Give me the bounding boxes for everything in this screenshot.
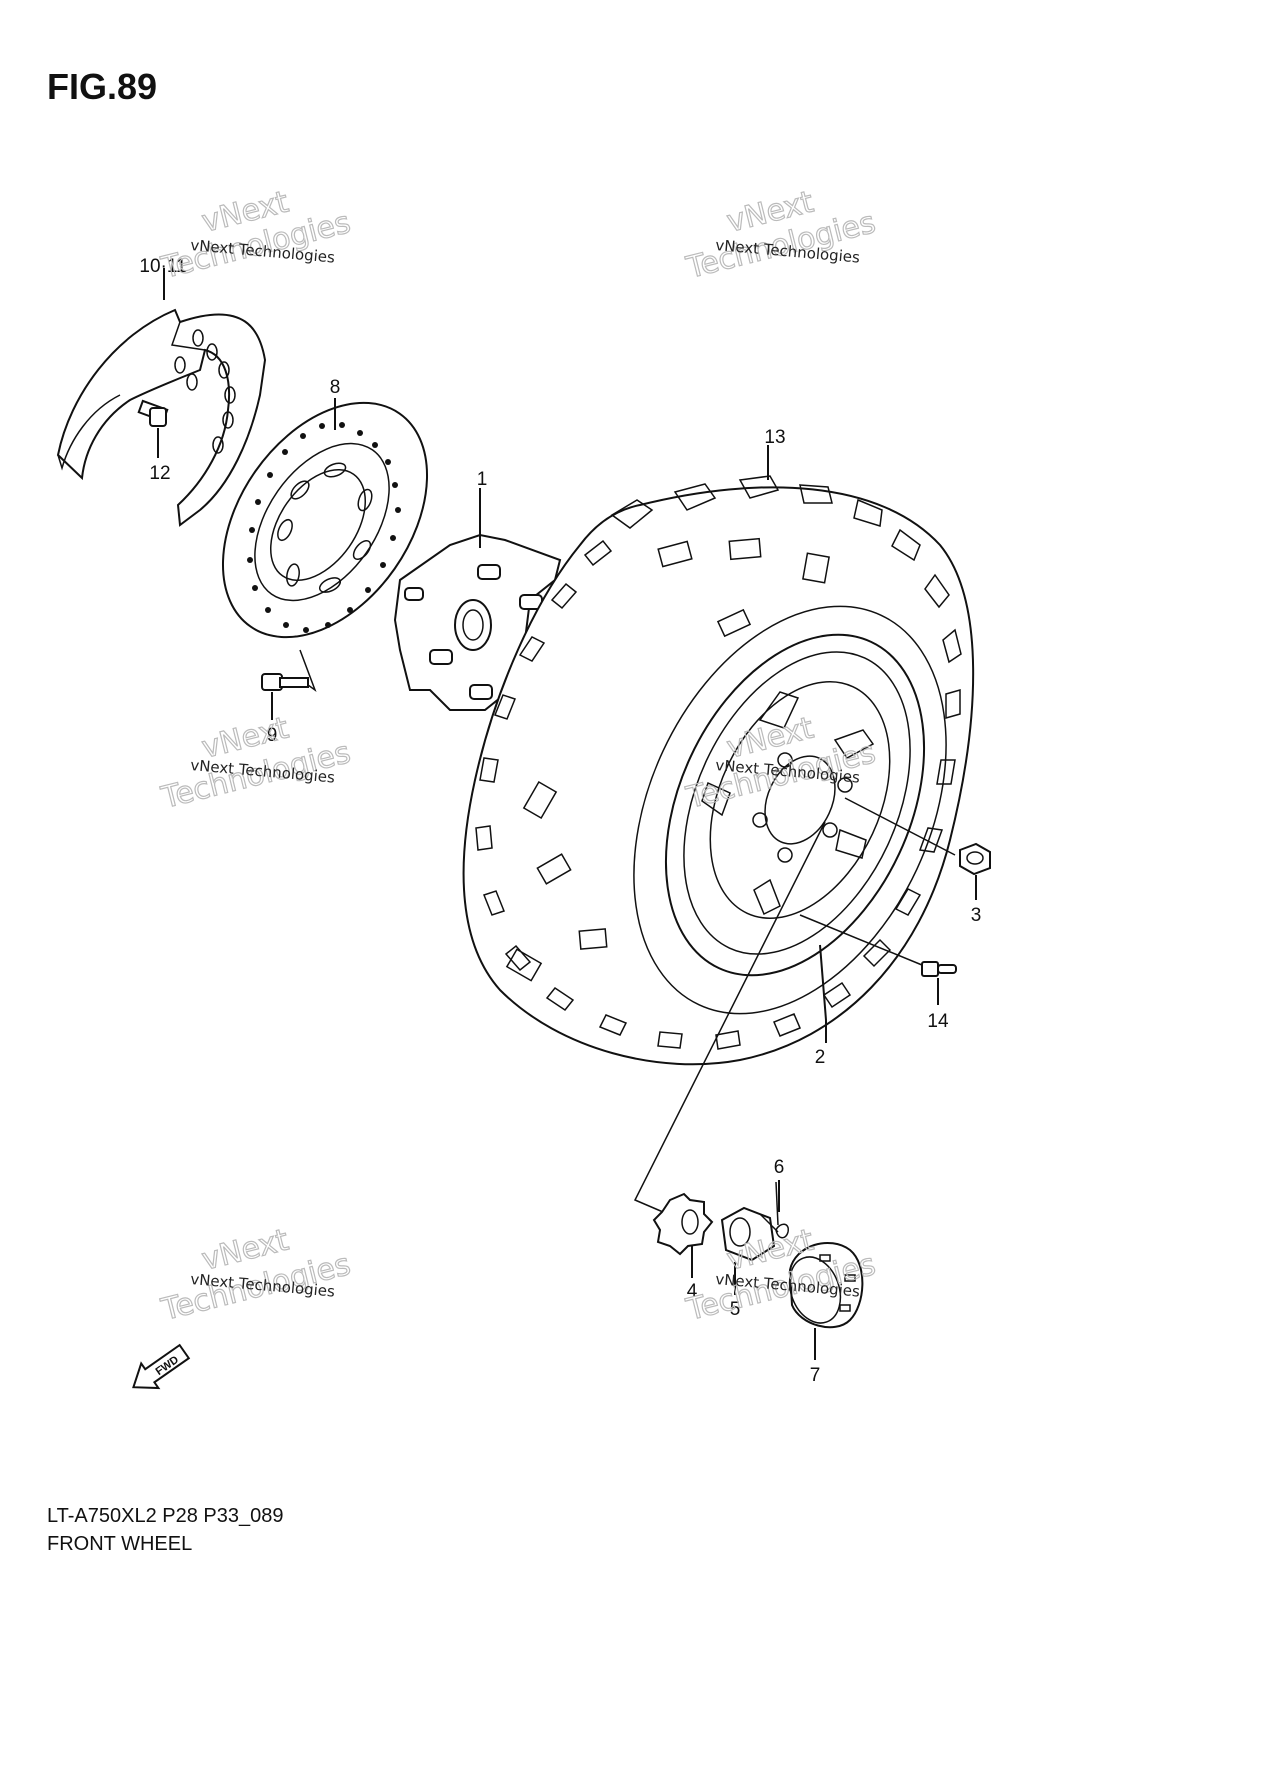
callout-8: 8 bbox=[330, 377, 341, 398]
wheel-hub bbox=[393, 533, 562, 711]
castle-nut bbox=[720, 1206, 779, 1262]
callout-1: 1 bbox=[477, 469, 488, 490]
callout-9: 9 bbox=[267, 725, 278, 746]
callout-5: 5 bbox=[730, 1299, 741, 1320]
valve bbox=[799, 914, 957, 977]
wheel-nut bbox=[844, 797, 991, 876]
model-code: LT-A750XL2 P28 P33_089 bbox=[47, 1505, 284, 1527]
guard-bolt bbox=[137, 399, 169, 427]
diagram-description: FRONT WHEEL bbox=[47, 1533, 193, 1555]
callout-10-11: 10·11 bbox=[139, 256, 186, 277]
watermark-top-left: vNext Technologies vNext Technologies bbox=[157, 184, 355, 287]
disc-bolt bbox=[261, 649, 317, 693]
watermark-top-right: vNext Technologies vNext Technologies bbox=[682, 184, 880, 287]
hub-cap bbox=[788, 1241, 864, 1329]
callout-3: 3 bbox=[971, 905, 982, 926]
callout-labels: 10·11 12 8 9 1 13 3 14 2 6 4 5 7 bbox=[139, 256, 981, 1386]
watermark-bottom-left: vNext Technologies vNext Technologies bbox=[157, 1222, 355, 1329]
watermark-mid-left: vNext Technologies vNext Technologies bbox=[157, 710, 355, 817]
callout-4: 4 bbox=[687, 1281, 698, 1302]
callout-14: 14 bbox=[927, 1011, 949, 1032]
tire-and-rim bbox=[462, 475, 975, 1066]
cotter-pin bbox=[775, 1181, 789, 1239]
washer bbox=[652, 1192, 714, 1256]
callout-13: 13 bbox=[764, 427, 785, 448]
callout-7: 7 bbox=[810, 1365, 821, 1386]
callout-6: 6 bbox=[774, 1157, 785, 1178]
figure-title: FIG.89 bbox=[47, 66, 158, 107]
brake-disc-guard bbox=[56, 308, 267, 527]
callout-2: 2 bbox=[815, 1047, 826, 1068]
brake-disc bbox=[221, 401, 429, 639]
fwd-arrow-icon: FWD bbox=[132, 1343, 191, 1390]
callout-12: 12 bbox=[149, 463, 170, 484]
